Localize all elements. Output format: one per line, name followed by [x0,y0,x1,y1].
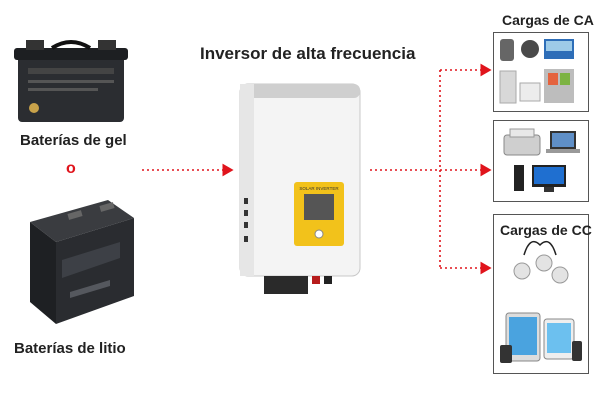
gel-battery-label: Baterías de gel [20,132,127,149]
ac-appliances-icon [499,39,574,104]
or-label: o [66,160,76,177]
ac-loads-title: Cargas de CA [502,12,594,28]
dc-loads-title: Cargas de CC [500,222,592,238]
dc-appliances-icon [500,240,582,363]
office-equipment-icon [503,128,580,192]
ac-office-box [493,120,589,202]
gel-battery-image [14,40,128,122]
lithium-battery-label: Baterías de litio [14,340,126,357]
ac-loads-box [493,32,589,112]
diagram-title: Inversor de alta frecuencia [200,44,416,63]
inverter-image: SOLAR INVERTER [239,83,361,294]
lithium-battery-image [30,200,134,324]
dc-loads-box [493,214,589,374]
inverter-panel-text: SOLAR INVERTER [299,186,339,191]
